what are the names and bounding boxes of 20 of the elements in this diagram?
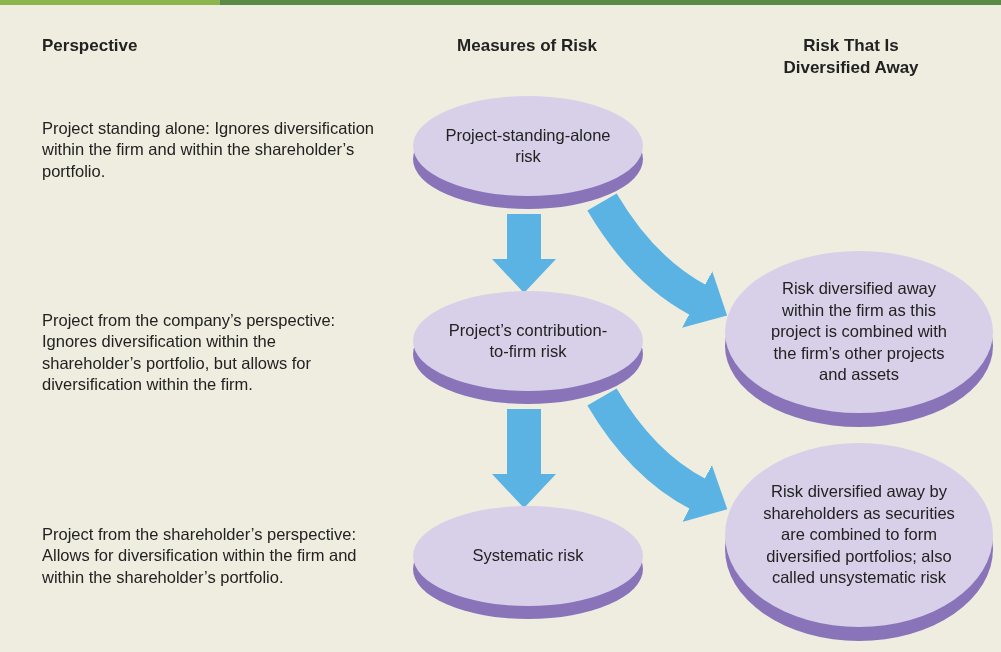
disk-node [412,290,644,405]
description-text: Project from the shareholder’s perspective: Allows for diversification within the firm and within the shareholder’s portfolio. [42,524,358,588]
node-text: Project-standing-alone risk [444,124,612,167]
node-text: Systematic risk [471,545,585,567]
column-heading: Measures of Risk [456,35,598,57]
block-arrow [587,193,727,328]
node-text: Project’s contribution-to-firm risk [447,319,609,362]
disk-node [724,250,994,428]
disk-node [724,442,994,642]
column-heading: Risk That Is Diversified Away [782,35,920,80]
column-heading: Perspective [42,35,139,57]
disk-node [412,95,644,210]
disk-node [412,505,644,620]
block-arrow [492,214,556,293]
node-text: Risk diversified away by shareholders as securities are combined to form diversified portfolios; also called unsystematic risk [762,481,956,589]
description-text: Project from the company’s perspective: Ignores diversification within the shareholder’s portfolio, but allows for diversification within the firm. [42,310,337,396]
block-arrow [492,409,556,508]
description-text: Project standing alone: Ignores diversification within the firm and within the shareholder’s portfolio. [42,118,376,182]
block-arrow [587,388,727,522]
node-text: Risk diversified away within the firm as this project is combined with the firm’s other projects and assets [769,278,949,386]
